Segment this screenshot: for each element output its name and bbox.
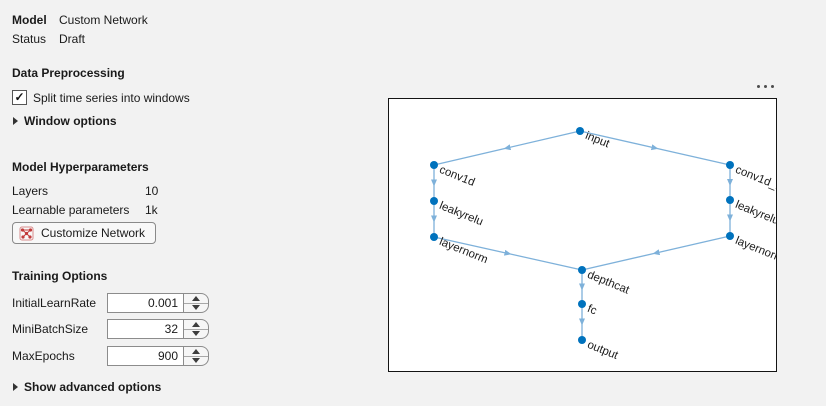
graph-node-leakyrelu_1[interactable] — [726, 196, 734, 204]
model-value: Custom Network — [59, 13, 148, 27]
ellipsis-dot — [757, 84, 760, 88]
max-epochs-spinner — [184, 346, 209, 366]
initial-learn-rate-label: InitialLearnRate — [12, 296, 97, 310]
graph-node-fc[interactable] — [578, 300, 586, 308]
spinner-up-button[interactable] — [184, 347, 208, 357]
ellipsis-dot — [764, 84, 767, 88]
graph-node-leakyrelu[interactable] — [430, 197, 438, 205]
graph-node-label-layernorm: layernorm — [437, 236, 489, 266]
spinner-down-button[interactable] — [184, 304, 208, 313]
model-row: Model Custom Network — [12, 13, 148, 27]
spinner-up-button[interactable] — [184, 294, 208, 304]
mini-batch-size-row: MiniBatchSize — [12, 318, 209, 340]
graph-node-input[interactable] — [576, 127, 584, 135]
spinner-down-button[interactable] — [184, 357, 208, 366]
initial-learn-rate-spinner — [184, 293, 209, 313]
initial-learn-rate-row: InitialLearnRate — [12, 292, 209, 314]
graph-edge-input-conv1d_1 — [579, 130, 731, 166]
graph-node-output[interactable] — [578, 336, 586, 344]
graph-node-label-conv1d_1: conv1d_1 — [733, 164, 776, 194]
arrow-down-icon — [192, 331, 200, 337]
split-time-series-label: Split time series into windows — [33, 90, 190, 105]
learnable-parameters-value: 1k — [145, 203, 158, 217]
chevron-right-icon — [13, 383, 18, 391]
chevron-right-icon — [13, 117, 18, 125]
layers-label: Layers — [12, 184, 49, 198]
learnable-parameters-row: Learnable parameters 1k — [12, 203, 158, 217]
layers-row: Layers 10 — [12, 184, 158, 198]
arrow-down-icon — [192, 358, 200, 364]
customize-network-label: Customize Network — [41, 226, 146, 240]
arrow-up-icon — [192, 348, 200, 354]
layers-value: 10 — [145, 184, 159, 198]
graph-edge-layernorm-depthcat — [433, 236, 583, 271]
max-epochs-input[interactable] — [107, 346, 184, 366]
graph-edge-layernorm_1-depthcat — [581, 235, 731, 271]
status-label: Status — [12, 32, 47, 46]
graph-node-conv1d[interactable] — [430, 161, 438, 169]
status-value: Draft — [59, 32, 86, 46]
arrow-up-icon — [192, 295, 200, 301]
max-epochs-label: MaxEpochs — [12, 349, 75, 363]
mini-batch-size-input[interactable] — [107, 319, 184, 339]
customize-network-button[interactable]: Customize Network — [12, 222, 157, 244]
arrow-down-icon — [192, 305, 200, 311]
graph-node-depthcat[interactable] — [578, 266, 586, 274]
max-epochs-row: MaxEpochs — [12, 345, 209, 367]
data-preprocessing-heading: Data Preprocessing — [12, 66, 125, 80]
initial-learn-rate-input[interactable] — [107, 293, 184, 313]
spinner-down-button[interactable] — [184, 330, 208, 339]
mini-batch-size-label: MiniBatchSize — [12, 322, 89, 336]
show-advanced-options-toggle[interactable]: Show advanced options — [13, 380, 161, 394]
graph-node-label-input: input — [583, 130, 611, 151]
window-options-label: Window options — [24, 114, 117, 128]
graph-node-layernorm[interactable] — [430, 233, 438, 241]
graph-edge-input-conv1d — [433, 130, 581, 166]
graph-node-label-output: output — [585, 339, 620, 362]
graph-node-label-conv1d: conv1d — [437, 164, 476, 189]
split-time-series-checkbox-row: ✓ Split time series into windows — [12, 90, 190, 105]
arrow-up-icon — [192, 321, 200, 327]
graph-node-label-leakyrelu_1: leakyrelu_1 — [733, 199, 776, 232]
model-hyperparameters-heading: Model Hyperparameters — [12, 160, 149, 174]
network-icon — [19, 226, 34, 241]
learnable-parameters-label: Learnable parameters — [12, 203, 130, 217]
ellipsis-icon[interactable] — [757, 81, 774, 91]
ellipsis-dot — [771, 84, 774, 88]
checkmark-icon: ✓ — [14, 90, 25, 104]
status-row: Status Draft — [12, 32, 85, 46]
graph-node-layernorm_1[interactable] — [726, 232, 734, 240]
graph-node-label-depthcat: depthcat — [585, 269, 631, 297]
graph-node-conv1d_1[interactable] — [726, 161, 734, 169]
graph-node-label-fc: fc — [585, 303, 598, 318]
model-label: Model — [12, 13, 47, 27]
mini-batch-size-spinner — [184, 319, 209, 339]
training-options-heading: Training Options — [12, 269, 108, 283]
show-advanced-options-label: Show advanced options — [24, 380, 162, 394]
window-options-toggle[interactable]: Window options — [13, 114, 117, 128]
split-time-series-checkbox[interactable]: ✓ — [12, 90, 27, 105]
spinner-up-button[interactable] — [184, 320, 208, 330]
graph-node-label-layernorm_1: layernorm_1 — [733, 235, 776, 270]
graph-node-label-leakyrelu: leakyrelu — [437, 200, 484, 228]
